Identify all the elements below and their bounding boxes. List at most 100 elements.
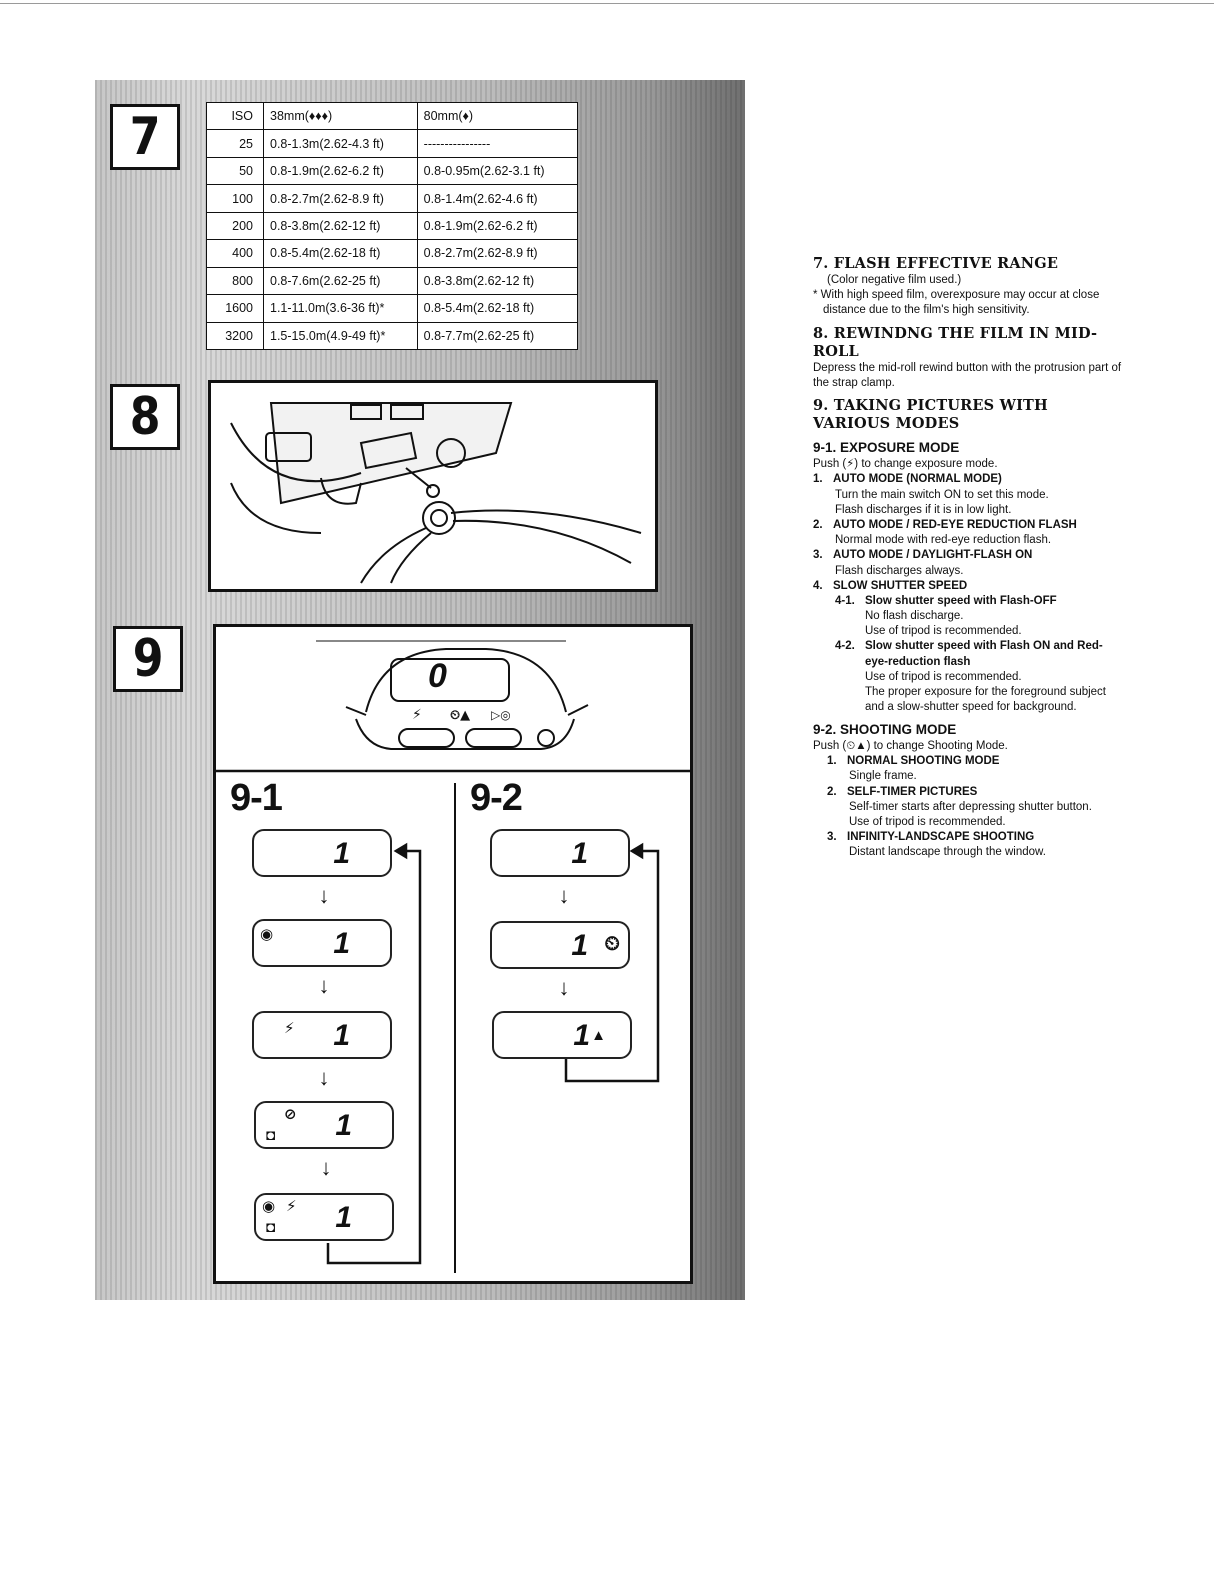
column-divider: [454, 783, 456, 1273]
table-cell: 0.8-0.95m(2.62-3.1 ft): [416, 156, 579, 186]
section-9-1-title: 9-1. EXPOSURE MODE: [813, 440, 960, 456]
arrow-down-icon: ↓: [318, 973, 330, 998]
lcd-red-eye-mode: ◉ 1: [252, 919, 392, 967]
section-number-8: 8: [110, 384, 180, 450]
table-cell: 1.1-11.0m(3.6-36 ft)*: [263, 294, 418, 323]
section-9-2-title: 9-2. SHOOTING MODE: [813, 722, 957, 738]
list-number: 3.: [827, 831, 837, 844]
list-number: 4.: [813, 579, 823, 592]
camera-top-display-illustration: ⚡ ⏲▲ ▷◎: [216, 640, 690, 773]
lcd-digit: 1: [333, 927, 350, 960]
list-item: 4. SLOW SHUTTER SPEED: [813, 579, 1123, 594]
table-header-38mm: 38mm(♦♦♦): [263, 101, 418, 131]
flash-icon: ⚡: [286, 1198, 297, 1215]
list-item: 4-1.Slow shutter speed with Flash-OFF: [813, 594, 1123, 609]
lcd-auto-mode: 1: [252, 829, 392, 877]
sub-title-9-2: 9-2: [470, 777, 523, 819]
list-number: 2.: [827, 785, 837, 798]
lcd-digit: 1: [573, 1019, 590, 1052]
top-lcd-counter: 0: [428, 657, 447, 695]
lcd-digit: 1: [333, 1019, 350, 1052]
table-cell: 0.8-2.7m(2.62-8.9 ft): [416, 239, 579, 268]
list-item-title: Slow shutter speed with Flash ON and Red…: [865, 640, 1103, 668]
list-item: 2. AUTO MODE / RED-EYE REDUCTION FLASH: [813, 518, 1123, 533]
list-item-body: Turn the main switch ON to set this mode…: [835, 488, 1049, 501]
list-number: 1.: [813, 473, 823, 486]
table-header-iso: ISO: [206, 101, 264, 131]
section-number-7: 7: [110, 104, 180, 170]
lcd-self-timer: 1 ⏲: [490, 921, 630, 969]
list-item: 1. NORMAL SHOOTING MODE: [813, 754, 1123, 769]
self-timer-icon: ⏲: [604, 933, 620, 955]
table-cell: 0.8-7.7m(2.62-25 ft): [416, 321, 579, 350]
arrow-down-icon: ↓: [320, 1155, 332, 1180]
table-cell: ----------------: [416, 129, 579, 158]
arrow-down-icon: ↓: [558, 883, 570, 908]
list-item: 3. AUTO MODE / DAYLIGHT-FLASH ON: [813, 548, 1123, 563]
camera-strap-illustration: [230, 402, 642, 584]
lcd-infinity-landscape: 1 ▲: [492, 1011, 632, 1059]
list-number: 1.: [827, 755, 837, 768]
table-cell: 0.8-5.4m(2.62-18 ft): [416, 294, 579, 323]
table-cell: 0.8-3.8m(2.62-12 ft): [263, 211, 418, 241]
rewind-illustration-panel: [208, 380, 658, 592]
section-9-title: 9. TAKING PICTURES WITH VARIOUS MODES: [813, 397, 1048, 433]
list-item-title: SELF-TIMER PICTURES: [847, 785, 978, 798]
list-item: 4-2. Slow shutter speed with Flash ON and…: [813, 639, 1123, 669]
lcd-flash-on-mode: ⚡ 1: [252, 1011, 392, 1059]
list-number: 4-1.: [835, 594, 855, 607]
section-9-1-push: Push (⚡) to change exposure mode.: [813, 458, 998, 471]
list-item-title: AUTO MODE / RED-EYE REDUCTION FLASH: [833, 518, 1077, 531]
list-item-body: Single frame.: [849, 770, 917, 783]
section-number-8-text: 8: [129, 387, 161, 447]
list-item-title: AUTO MODE / DAYLIGHT-FLASH ON: [833, 549, 1033, 562]
table-cell-iso: 3200: [206, 321, 264, 350]
table-cell-iso: 100: [206, 184, 264, 213]
section-number-7-text: 7: [129, 107, 161, 167]
list-number: 4-2.: [835, 640, 855, 653]
lcd-digit: 1: [335, 1109, 352, 1142]
table-cell: 0.8-5.4m(2.62-18 ft): [263, 239, 418, 268]
flash-icon: ⚡: [284, 1020, 295, 1037]
section-8-title: 8. REWINDNG THE FILM IN MID-ROLL: [813, 324, 1098, 360]
list-number: 3.: [813, 549, 823, 562]
list-item-title: NORMAL SHOOTING MODE: [847, 755, 1000, 768]
lcd-digit: 1: [571, 837, 588, 870]
section-7-subtitle: (Color negative film used.): [827, 274, 962, 287]
list-item: 2. SELF-TIMER PICTURES: [813, 785, 1123, 800]
lcd-digit: 1: [333, 837, 350, 870]
table-cell: 0.8-1.4m(2.62-4.6 ft): [416, 184, 579, 213]
table-header-row: ISO 38mm(♦♦♦) 80mm(♦): [206, 101, 579, 131]
list-item-body: Normal mode with red-eye reduction flash…: [835, 534, 1052, 547]
table-cell: 0.8-1.3m(2.62-4.3 ft): [263, 129, 418, 158]
list-item-body: Distant landscape through the window.: [849, 846, 1046, 859]
list-item-body: Use of tripod is recommended.: [849, 815, 1006, 828]
arrow-down-icon: ↓: [318, 883, 330, 908]
list-item-body: The proper exposure for the foreground s…: [865, 685, 1107, 714]
table-header-80mm: 80mm(♦): [416, 101, 579, 131]
list-item: 3. INFINITY-LANDSCAPE SHOOTING: [813, 830, 1123, 845]
slow-shutter-icon: ◘: [266, 1219, 276, 1236]
table-cell-iso: 25: [206, 129, 264, 158]
lcd-normal-shooting: 1: [490, 829, 630, 877]
list-item-body: Use of tripod is recommended.: [865, 625, 1022, 638]
instructions-text: 7. FLASH EFFECTIVE RANGE (Color negative…: [813, 255, 1123, 860]
table-cell: 0.8-3.8m(2.62-12 ft): [416, 266, 579, 296]
list-number: 2.: [813, 518, 823, 531]
list-item-body: No flash discharge.: [865, 610, 964, 623]
list-item-title: INFINITY-LANDSCAPE SHOOTING: [847, 831, 1035, 844]
loop-back-arrow-9-1: [326, 842, 660, 1265]
table-cell: 0.8-2.7m(2.62-8.9 ft): [263, 184, 418, 213]
list-item-title: SLOW SHUTTER SPEED: [833, 579, 968, 592]
svg-text:▷◎: ▷◎: [491, 708, 511, 722]
section-9-2-push: Push (⏲▲) to change Shooting Mode.: [813, 740, 1008, 753]
table-cell-iso: 200: [206, 211, 264, 241]
list-item-body: Self-timer starts after depressing shutt…: [849, 800, 1092, 813]
